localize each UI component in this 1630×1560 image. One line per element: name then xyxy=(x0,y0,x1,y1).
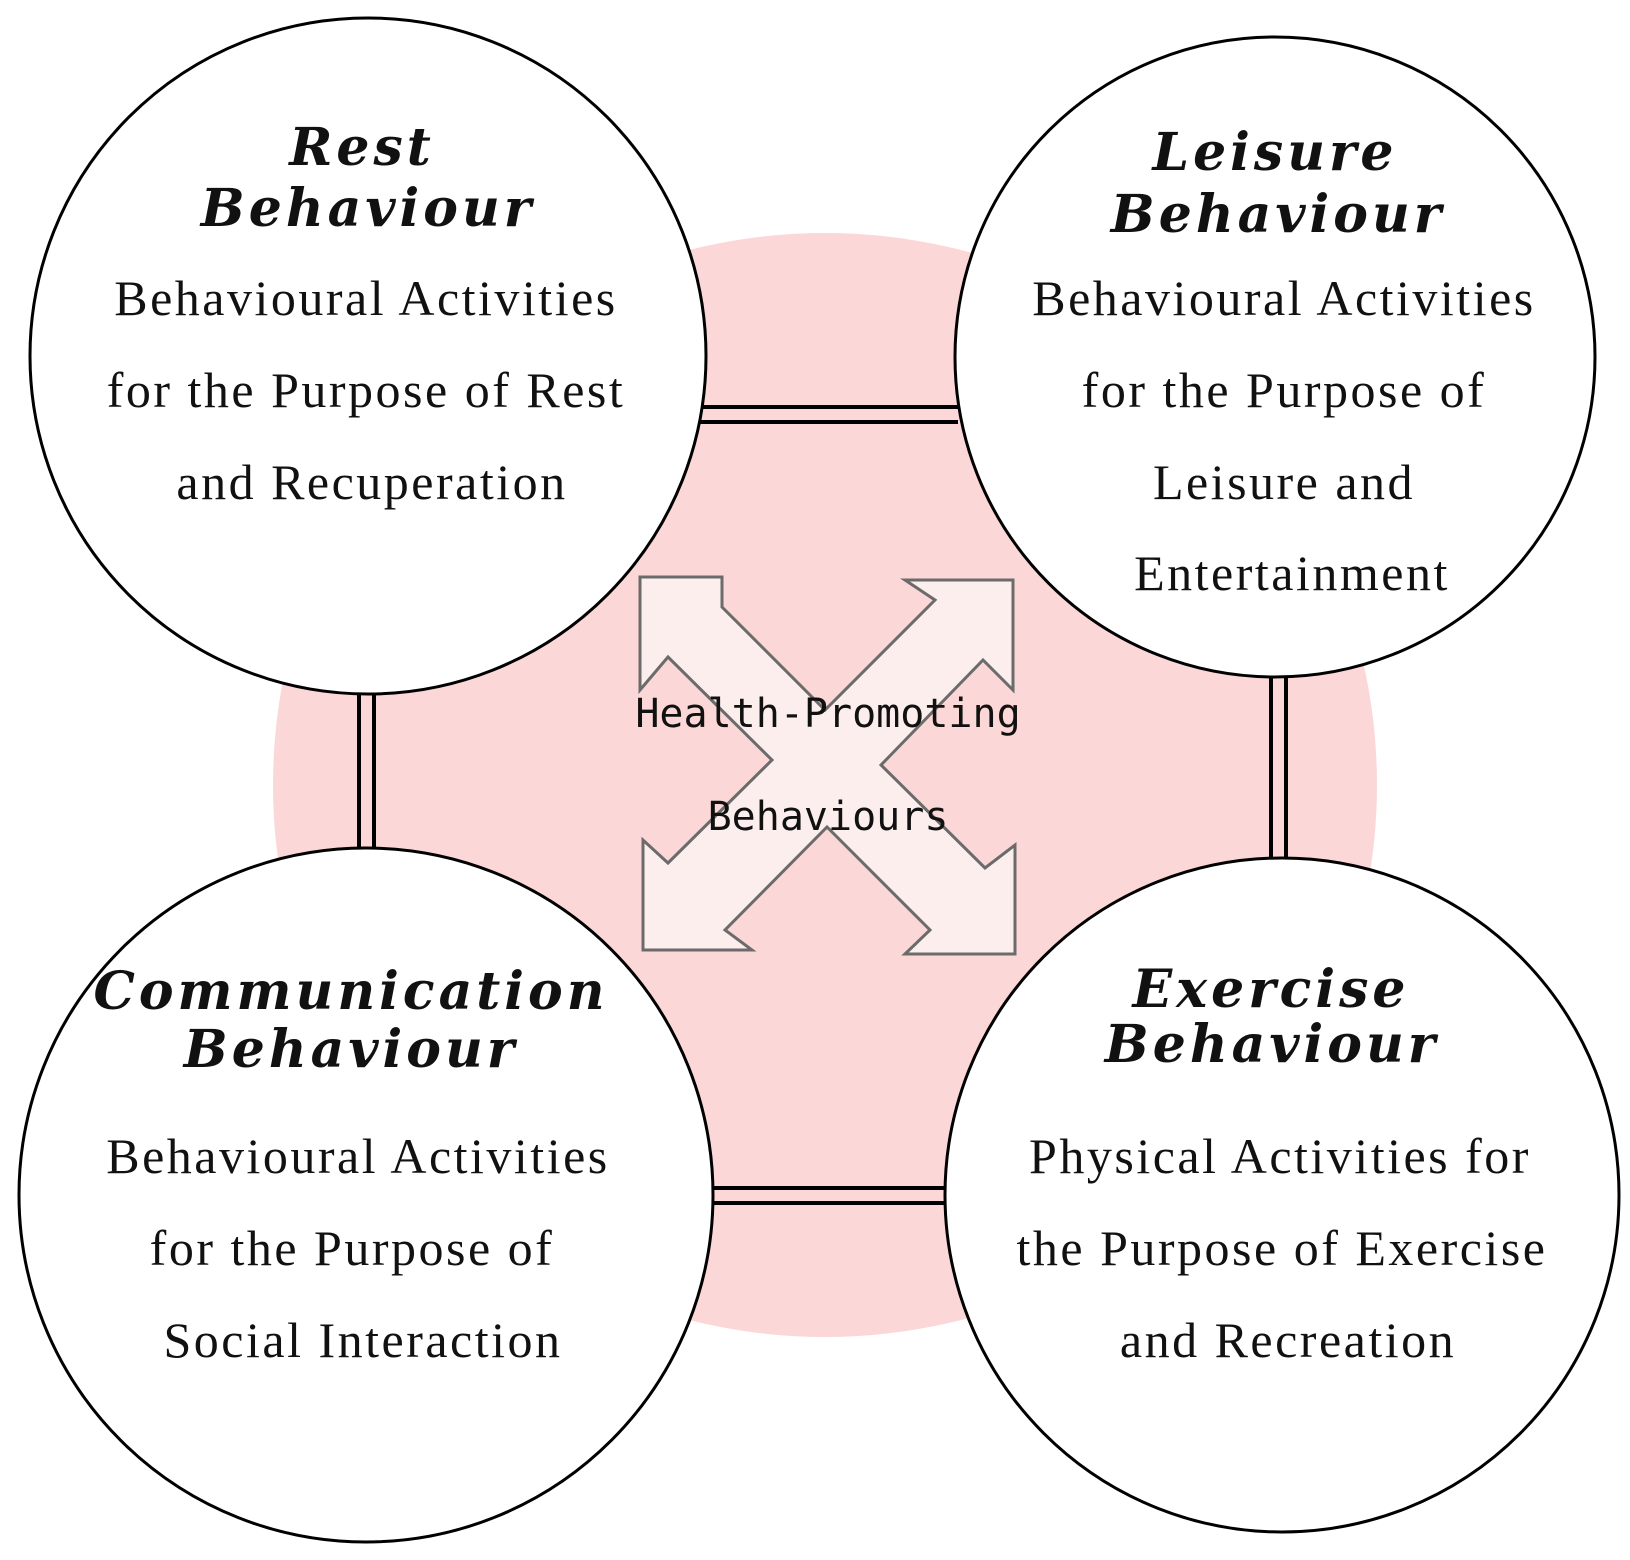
rest-desc-line3: and Recuperation xyxy=(176,454,567,510)
exercise-behaviour-circle xyxy=(943,856,1621,1534)
rest-behaviour-node: Rest Behaviour Behavioural Activities fo… xyxy=(28,16,708,696)
communication-desc-line2: for the Purpose of xyxy=(150,1220,555,1276)
rest-desc-line2: for the Purpose of Rest xyxy=(107,362,626,418)
connector-rest-communication xyxy=(357,688,376,850)
exercise-title-line1: Exercise xyxy=(1131,959,1410,1020)
rest-behaviour-circle xyxy=(28,16,708,696)
exercise-desc-line1: Physical Activities for xyxy=(1029,1128,1531,1184)
communication-desc-line3: Social Interaction xyxy=(163,1312,562,1368)
communication-behaviour-circle xyxy=(17,846,715,1544)
leisure-desc-line3: Leisure and xyxy=(1153,454,1415,510)
leisure-desc-line4: Entertainment xyxy=(1134,545,1450,601)
leisure-behaviour-circle xyxy=(953,35,1597,679)
cross-arrow-icon xyxy=(638,575,1017,956)
connector-rest-leisure xyxy=(700,405,958,424)
communication-title-line2: Behaviour xyxy=(182,1019,518,1080)
rest-title-line1: Rest xyxy=(287,117,435,178)
connector-communication-exercise xyxy=(712,1186,945,1205)
rest-desc-line1: Behavioural Activities xyxy=(114,270,618,326)
exercise-title-line2: Behaviour xyxy=(1103,1014,1439,1075)
leisure-title-line1: Leisure xyxy=(1151,122,1398,183)
exercise-behaviour-node: Exercise Behaviour Physical Activities f… xyxy=(943,856,1621,1534)
leisure-desc-line1: Behavioural Activities xyxy=(1032,270,1536,326)
communication-title-line1: Communication xyxy=(93,961,608,1022)
center-label-line1: Health-Promoting xyxy=(635,691,1020,737)
leisure-title-line2: Behaviour xyxy=(1109,184,1445,245)
leisure-desc-line2: for the Purpose of xyxy=(1082,362,1487,418)
exercise-desc-line2: the Purpose of Exercise xyxy=(1017,1220,1548,1276)
center-label-line2: Behaviours xyxy=(708,794,949,840)
connector-leisure-exercise xyxy=(1269,678,1288,860)
leisure-behaviour-node: Leisure Behaviour Behavioural Activities… xyxy=(953,35,1597,679)
communication-behaviour-node: Communication Behaviour Behavioural Acti… xyxy=(17,846,715,1544)
communication-desc-line1: Behavioural Activities xyxy=(106,1128,610,1184)
exercise-desc-line3: and Recreation xyxy=(1120,1312,1456,1368)
rest-title-line2: Behaviour xyxy=(199,178,535,239)
